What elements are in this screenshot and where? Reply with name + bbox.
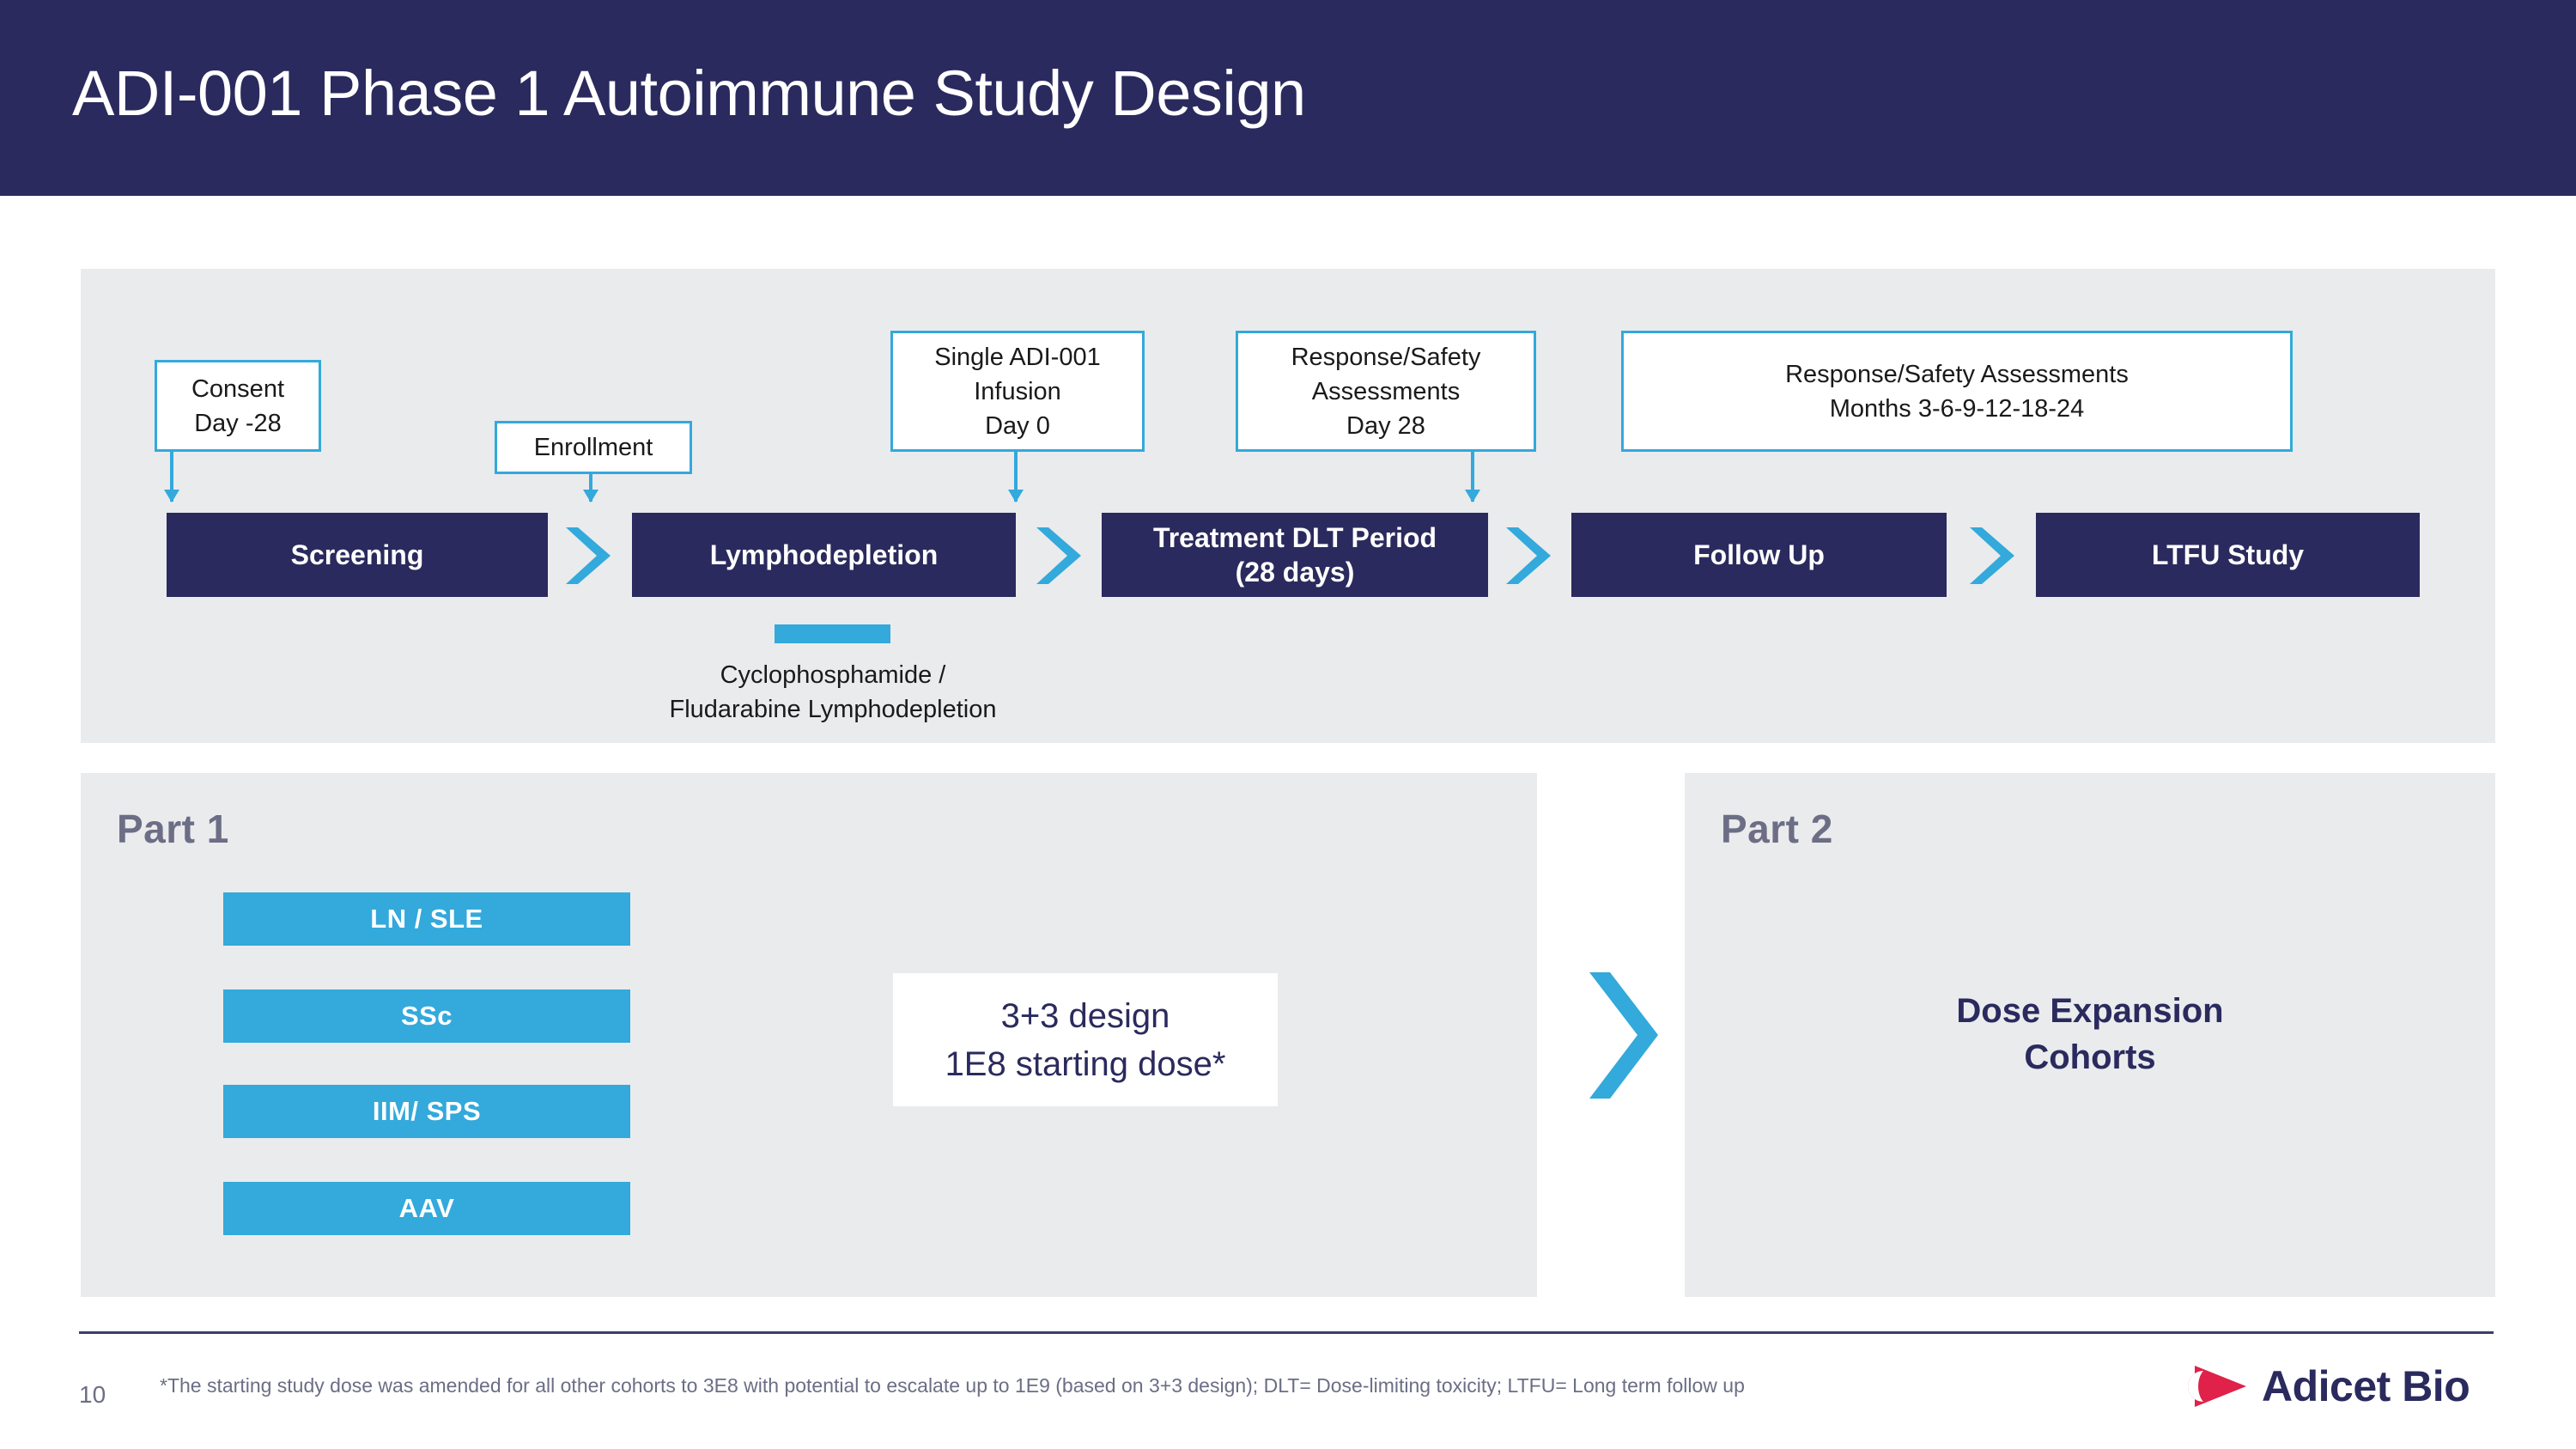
callout-infusion: Single ADI-001 Infusion Day 0 — [890, 331, 1145, 452]
stage-treatment-dlt: Treatment DLT Period (28 days) — [1102, 513, 1488, 597]
lymphodepletion-note: Cyclophosphamide / Fludarabine Lymphodep… — [601, 658, 1065, 727]
page-title: ADI-001 Phase 1 Autoimmune Study Design — [72, 58, 1306, 129]
stage-screening: Screening — [167, 513, 548, 597]
chevron-right-icon-1 — [562, 526, 614, 586]
part2-title: Part 2 — [1721, 807, 1833, 851]
lymphodepletion-note-line-1: Fludarabine Lymphodepletion — [669, 696, 997, 723]
cohort-bar-ssc[interactable]: SSc — [223, 989, 630, 1043]
chevron-right-icon-4 — [1966, 526, 2018, 586]
design-box: 3+3 design 1E8 starting dose* — [893, 973, 1278, 1106]
callout-assessments-day28-line-0: Response/Safety — [1291, 343, 1481, 371]
cohort-bar-ln-sle-label: LN / SLE — [370, 904, 483, 934]
callout-enrollment: Enrollment — [495, 421, 692, 474]
chevron-right-icon-2 — [1033, 526, 1084, 586]
stage-treatment-dlt-line-0: Treatment DLT Period — [1152, 522, 1437, 553]
callout-assessments-day28-line-1: Assessments — [1311, 377, 1461, 405]
callout-enrollment-line-0: Enrollment — [533, 434, 653, 461]
callout-infusion-line-0: Single ADI-001 — [934, 343, 1101, 371]
callout-infusion-line-1: Infusion — [974, 377, 1061, 405]
callout-infusion-line-2: Day 0 — [985, 411, 1050, 440]
stage-ltfu-study: LTFU Study — [2036, 513, 2420, 597]
page-number: 10 — [79, 1381, 106, 1408]
part2-panel — [1685, 773, 2495, 1297]
adicet-bio-logo: Adicet Bio — [2188, 1355, 2499, 1417]
stage-treatment-dlt-line-1: (28 days) — [1235, 557, 1355, 588]
part1-title: Part 1 — [117, 807, 229, 851]
dose-expansion-line-0: Dose Expansion — [1956, 992, 2224, 1030]
cohort-bar-iim-sps-label: IIM/ SPS — [372, 1096, 482, 1126]
stage-follow-up-label: Follow Up — [1693, 539, 1825, 570]
chevron-right-icon-3 — [1503, 526, 1554, 586]
arrow-down-icon-consent — [170, 452, 173, 502]
footnote: *The starting study dose was amended for… — [160, 1374, 1745, 1397]
cohort-bar-ln-sle[interactable]: LN / SLE — [223, 892, 630, 946]
cohort-bar-iim-sps[interactable]: IIM/ SPS — [223, 1085, 630, 1138]
header-band — [0, 0, 2576, 196]
callout-assessments-day28: Response/Safety Assessments Day 28 — [1236, 331, 1536, 452]
cohort-bar-aav[interactable]: AAV — [223, 1182, 630, 1235]
adicet-logo-mark-icon — [2188, 1366, 2246, 1407]
lymphodepletion-marker — [775, 624, 890, 643]
callout-consent: Consent Day -28 — [155, 360, 321, 452]
chevron-right-icon-parts — [1584, 969, 1662, 1102]
callout-assessments-months-line-0: Response/Safety Assessments — [1785, 360, 2129, 388]
design-box-line-0: 3+3 design — [1000, 996, 1170, 1035]
callout-assessments-months: Response/Safety Assessments Months 3-6-9… — [1621, 331, 2293, 452]
dose-expansion-label: Dose Expansion Cohorts — [1685, 988, 2495, 1081]
stage-lymphodepletion: Lymphodepletion — [632, 513, 1016, 597]
adicet-bio-logo-text: Adicet Bio — [2262, 1362, 2470, 1410]
footer-divider — [79, 1331, 2494, 1334]
stage-follow-up: Follow Up — [1571, 513, 1947, 597]
design-box-line-1: 1E8 starting dose* — [945, 1044, 1226, 1083]
arrow-down-icon-enrollment — [589, 474, 592, 502]
callout-assessments-day28-line-2: Day 28 — [1346, 411, 1425, 440]
cohort-bar-aav-label: AAV — [398, 1193, 455, 1223]
cohort-bar-ssc-label: SSc — [400, 1001, 453, 1031]
arrow-down-icon-assessments-day28 — [1471, 452, 1474, 502]
stage-lymphodepletion-label: Lymphodepletion — [709, 539, 939, 570]
stage-ltfu-study-label: LTFU Study — [2151, 539, 2305, 570]
lymphodepletion-note-line-0: Cyclophosphamide / — [720, 661, 946, 689]
dose-expansion-line-1: Cohorts — [2024, 1038, 2156, 1076]
callout-assessments-months-line-1: Months 3-6-9-12-18-24 — [1829, 394, 2085, 423]
callout-consent-line-1: Day -28 — [194, 409, 282, 437]
callout-consent-line-0: Consent — [191, 374, 284, 403]
arrow-down-icon-infusion — [1014, 452, 1018, 502]
stage-screening-label: Screening — [290, 539, 424, 570]
